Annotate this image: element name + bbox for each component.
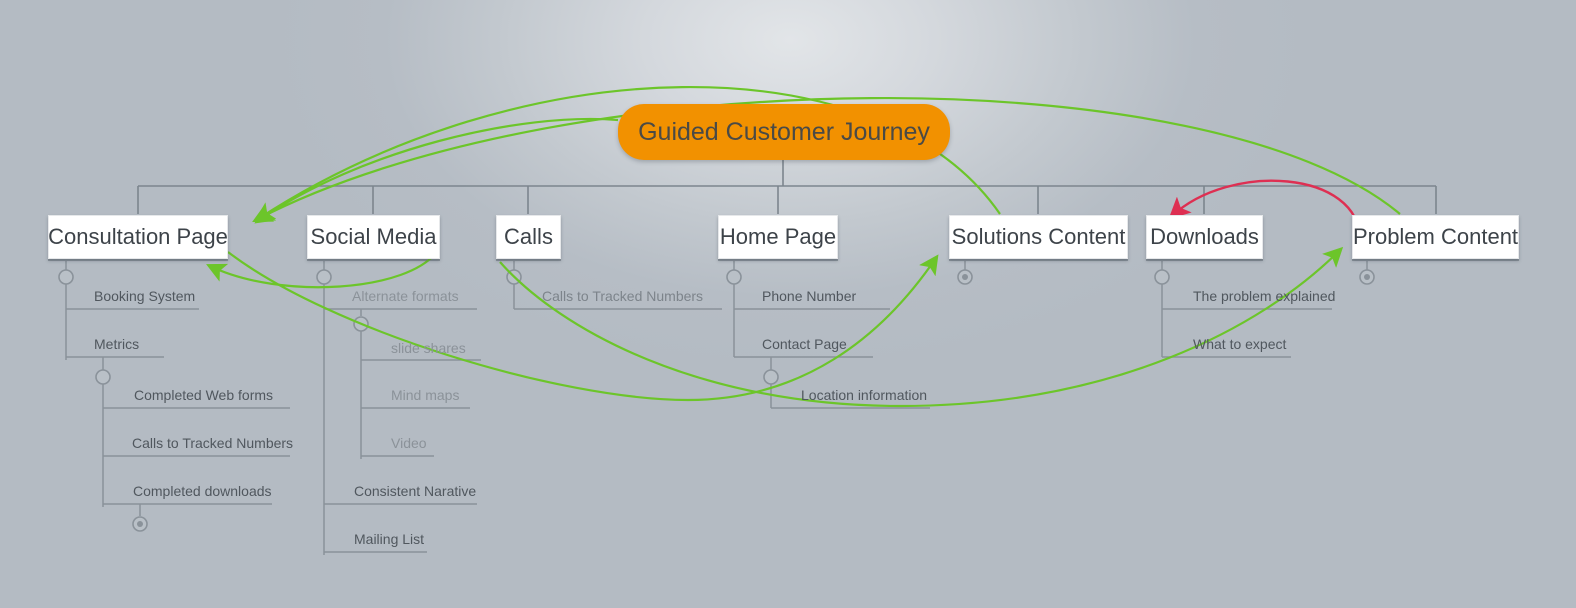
leaf-contact-page[interactable]: Contact Page	[762, 336, 847, 352]
node-label: Home Page	[719, 224, 837, 249]
node-social-media[interactable]: Social Media	[307, 215, 440, 259]
leaf-mind-maps[interactable]: Mind maps	[391, 387, 460, 403]
leaf-slide-shares[interactable]: slide shares	[391, 340, 466, 356]
node-label: Downloads	[1150, 224, 1259, 249]
node-consultation-page[interactable]: Consultation Page	[48, 215, 228, 259]
root-node-label: Guided Customer Journey	[638, 117, 930, 146]
leaf-mailing-list[interactable]: Mailing List	[354, 531, 425, 547]
leaf-consistent-narative[interactable]: Consistent Narative	[354, 483, 477, 499]
leaf-booking-system[interactable]: Booking System	[94, 288, 196, 304]
subtree-problem-content	[1352, 259, 1519, 285]
relation-consultation-to-solutions	[227, 251, 939, 402]
leaf-phone-number[interactable]: Phone Number	[762, 288, 857, 304]
node-label: Calls	[504, 224, 553, 249]
leaf-calls-to-tracked-numbers[interactable]: Calls to Tracked Numbers	[542, 288, 704, 304]
leaf-what-to-expect[interactable]: What to expect	[1193, 336, 1287, 352]
subtree-home-page	[718, 259, 930, 409]
leaf-metrics[interactable]: Metrics	[94, 336, 140, 352]
leaf-completed-web-forms[interactable]: Completed Web forms	[134, 387, 274, 403]
leaf-video[interactable]: Video	[391, 435, 427, 451]
tree-trunk	[137, 160, 1437, 214]
node-label: Problem Content	[1352, 224, 1519, 249]
leaf-completed-downloads[interactable]: Completed downloads	[133, 483, 272, 499]
node-downloads[interactable]: Downloads	[1146, 215, 1263, 259]
node-label: Solutions Content	[951, 224, 1126, 249]
root-node[interactable]: Guided Customer Journey	[618, 104, 950, 160]
node-label: Social Media	[310, 224, 437, 249]
node-calls[interactable]: Calls	[496, 215, 561, 259]
leaf-alternate-formats[interactable]: Alternate formats	[352, 288, 459, 304]
node-home-page[interactable]: Home Page	[718, 215, 838, 259]
relation-location-to-problem	[499, 246, 1344, 408]
leaf-location-information[interactable]: Location information	[801, 387, 928, 403]
relation-root-to-consultation	[254, 117, 619, 224]
node-label: Consultation Page	[48, 224, 228, 249]
node-problem-content[interactable]: Problem Content	[1352, 215, 1519, 259]
leaf-calls-to-tracked-numbers-metrics[interactable]: Calls to Tracked Numbers	[132, 435, 294, 451]
subtree-solutions-content	[949, 259, 1128, 285]
node-solutions-content[interactable]: Solutions Content	[949, 215, 1128, 259]
subtree-social-media	[307, 259, 481, 555]
leaf-the-problem-explained[interactable]: The problem explained	[1193, 288, 1336, 304]
